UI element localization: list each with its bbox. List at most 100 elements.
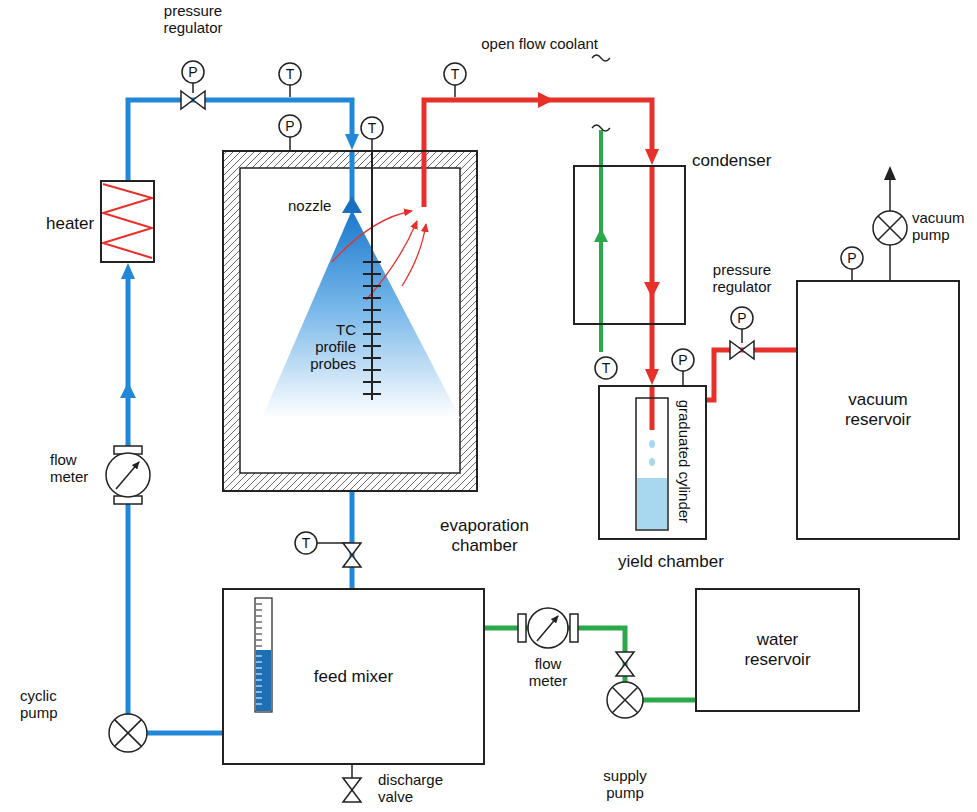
valve-symbol bbox=[181, 91, 754, 802]
coolant-line bbox=[592, 55, 610, 61]
component-label: discharge valve bbox=[378, 772, 460, 806]
gauge-stems bbox=[193, 83, 852, 543]
supply-pipe bbox=[485, 628, 695, 700]
graduated-cylinder bbox=[637, 478, 667, 529]
gauge-letter: P bbox=[672, 349, 694, 371]
flow-meter-symbol bbox=[518, 614, 526, 642]
node-title: condenser bbox=[692, 151, 771, 171]
level-gauge bbox=[256, 656, 262, 704]
pump-symbol bbox=[607, 682, 643, 718]
gauge-stems bbox=[289, 85, 291, 97]
heater-coil bbox=[103, 184, 152, 258]
level-gauge bbox=[255, 598, 272, 712]
gauge-circle bbox=[841, 247, 863, 269]
gauge-circle bbox=[444, 63, 466, 85]
gauge-circle bbox=[279, 63, 301, 85]
gauge-circle bbox=[279, 115, 301, 137]
pump-symbol bbox=[889, 245, 891, 280]
thermocouple-probe bbox=[363, 333, 381, 335]
thermocouple-probe bbox=[363, 393, 381, 395]
gauge-stems bbox=[851, 269, 853, 280]
flow-meter-symbol bbox=[106, 453, 150, 497]
inner-pipes bbox=[350, 150, 355, 200]
flow-direction-arrow bbox=[120, 382, 136, 398]
thermocouple-probe bbox=[363, 345, 381, 347]
flow-meter-symbol bbox=[528, 608, 568, 648]
heater-coil bbox=[100, 180, 155, 263]
gauge-letter: P bbox=[841, 247, 863, 269]
gauge-circle bbox=[182, 61, 204, 83]
component-label: TC profile probes bbox=[300, 322, 356, 372]
pump-symbol bbox=[612, 687, 637, 712]
gauge-stems bbox=[741, 329, 743, 343]
component-label: graduated cylinder bbox=[676, 391, 693, 531]
thermocouple-probe bbox=[363, 261, 381, 263]
gauge-circle bbox=[295, 532, 317, 554]
valve-symbol bbox=[343, 778, 361, 790]
level-gauge bbox=[255, 598, 272, 712]
gauge-circle bbox=[672, 349, 694, 371]
valve-symbol bbox=[351, 765, 353, 778]
pump-symbol bbox=[878, 216, 902, 240]
flow-direction-arrow bbox=[644, 282, 660, 298]
thermocouple-probe bbox=[363, 381, 381, 383]
heater-coil bbox=[100, 180, 155, 263]
gauge-letter: T bbox=[295, 532, 317, 554]
thermocouple-probe bbox=[363, 273, 381, 275]
component-label: vacuum pump bbox=[912, 210, 970, 244]
node-title: evaporation chamber bbox=[422, 516, 547, 555]
coolant-line bbox=[592, 125, 610, 131]
valve-symbol bbox=[343, 543, 361, 555]
pump-symbol bbox=[109, 714, 147, 752]
thermocouple-probe bbox=[363, 150, 381, 400]
component-label: cyclic pump bbox=[20, 688, 72, 722]
valve-symbol bbox=[343, 790, 361, 802]
condenser-pipe bbox=[650, 165, 655, 325]
water-reservoir: water reservoir bbox=[695, 588, 860, 712]
feed-pipe bbox=[128, 100, 352, 180]
chamber-wall bbox=[222, 150, 478, 492]
node-title: water reservoir bbox=[728, 630, 828, 669]
thermocouple-probe bbox=[363, 321, 381, 323]
node-title: feed mixer bbox=[314, 667, 393, 687]
gauge-circle bbox=[595, 357, 617, 379]
heat-arrows bbox=[366, 221, 417, 300]
gauge-letter: T bbox=[361, 117, 383, 139]
graduated-cylinder bbox=[650, 385, 655, 430]
graduated-cylinder bbox=[636, 385, 668, 530]
condenser-box: condenser bbox=[573, 165, 686, 325]
gauge-letter: T bbox=[444, 63, 466, 85]
valve-symbol bbox=[616, 664, 634, 676]
component-label: nozzle bbox=[288, 198, 340, 215]
gauge-stems bbox=[289, 137, 291, 150]
node-title: heater bbox=[46, 214, 94, 234]
component-label: pressure regulator bbox=[697, 262, 787, 296]
thermocouple-probe bbox=[363, 309, 381, 311]
spray-cone bbox=[262, 210, 460, 418]
thermocouple-probe bbox=[363, 285, 381, 287]
component-label: supply pump bbox=[592, 768, 658, 802]
graduated-cylinder bbox=[636, 398, 668, 530]
pump-symbol bbox=[873, 211, 907, 245]
thermocouple-probe bbox=[363, 357, 381, 359]
gauge-circle bbox=[361, 117, 383, 139]
gauge-letter: T bbox=[595, 357, 617, 379]
gauge-circle bbox=[182, 61, 863, 554]
graduated-cylinder bbox=[649, 458, 655, 466]
component-label: flow meter bbox=[523, 656, 573, 690]
return-pipe bbox=[350, 492, 355, 588]
pump-symbol bbox=[115, 720, 142, 747]
gauge-stems bbox=[192, 83, 194, 93]
pump-symbol bbox=[109, 168, 907, 752]
thermocouple-probe bbox=[363, 369, 381, 371]
flow-direction-arrow bbox=[120, 92, 660, 398]
inner-pipes bbox=[352, 150, 424, 207]
gauge-letter: T bbox=[279, 63, 301, 85]
gauge-letter: P bbox=[279, 115, 301, 137]
valve-symbol bbox=[343, 555, 361, 567]
heater-box: heater bbox=[100, 180, 155, 263]
